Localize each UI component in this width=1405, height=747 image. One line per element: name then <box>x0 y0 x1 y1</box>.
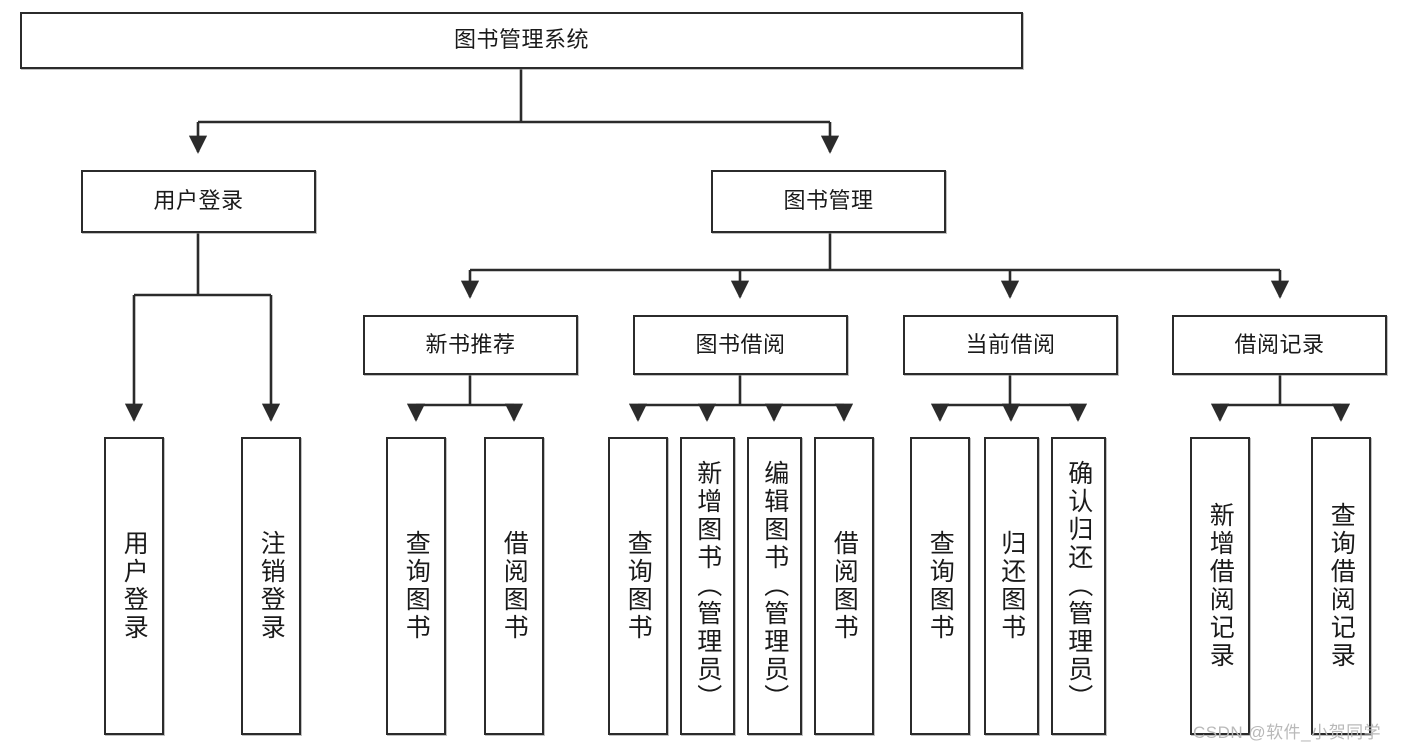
leaf-user-login[interactable]: 用户登录 <box>104 437 164 735</box>
leaf-confirm-return-admin-label: 确认归还（管理员） <box>1064 460 1093 712</box>
leaf-return-book[interactable]: 归还图书 <box>984 437 1039 735</box>
leaf-query-book-current[interactable]: 查询图书 <box>910 437 970 735</box>
leaf-query-book-borrow[interactable]: 查询图书 <box>608 437 668 735</box>
leaf-add-borrow-record-label: 新增借阅记录 <box>1206 502 1235 670</box>
node-book-borrow-label: 图书借阅 <box>695 331 786 357</box>
node-book-management[interactable]: 图书管理 <box>711 170 946 233</box>
leaf-logout[interactable]: 注销登录 <box>241 437 301 735</box>
leaf-query-borrow-record[interactable]: 查询借阅记录 <box>1311 437 1371 735</box>
leaf-add-borrow-record[interactable]: 新增借阅记录 <box>1190 437 1250 735</box>
node-borrow-record-label: 借阅记录 <box>1234 331 1325 357</box>
node-new-book-recommend-label: 新书推荐 <box>425 331 516 357</box>
leaf-borrow-book-rec[interactable]: 借阅图书 <box>484 437 544 735</box>
leaf-query-book-rec[interactable]: 查询图书 <box>386 437 446 735</box>
leaf-confirm-return-admin[interactable]: 确认归还（管理员） <box>1051 437 1106 735</box>
leaf-add-book-admin[interactable]: 新增图书（管理员） <box>680 437 735 735</box>
leaf-user-login-label: 用户登录 <box>120 530 149 642</box>
leaf-query-book-current-label: 查询图书 <box>926 530 955 642</box>
leaf-edit-book-admin[interactable]: 编辑图书（管理员） <box>747 437 802 735</box>
leaf-borrow-book-rec-label: 借阅图书 <box>500 530 529 642</box>
leaf-query-borrow-record-label: 查询借阅记录 <box>1327 502 1356 670</box>
node-root[interactable]: 图书管理系统 <box>20 12 1023 69</box>
leaf-edit-book-admin-label: 编辑图书（管理员） <box>760 460 789 712</box>
node-current-borrow-label: 当前借阅 <box>965 331 1056 357</box>
node-new-book-recommend[interactable]: 新书推荐 <box>363 315 578 375</box>
leaf-borrow-book[interactable]: 借阅图书 <box>814 437 874 735</box>
csdn-watermark: CSDN @软件_小贺同学 <box>1193 723 1382 742</box>
node-borrow-record[interactable]: 借阅记录 <box>1172 315 1387 375</box>
leaf-query-book-rec-label: 查询图书 <box>402 530 431 642</box>
leaf-borrow-book-label: 借阅图书 <box>830 530 859 642</box>
leaf-query-book-borrow-label: 查询图书 <box>624 530 653 642</box>
leaf-return-book-label: 归还图书 <box>997 530 1026 642</box>
node-current-borrow[interactable]: 当前借阅 <box>903 315 1118 375</box>
node-user-login-label: 用户登录 <box>153 188 244 214</box>
node-book-management-label: 图书管理 <box>783 188 874 214</box>
node-root-label: 图书管理系统 <box>453 27 589 53</box>
node-user-login[interactable]: 用户登录 <box>81 170 316 233</box>
node-book-borrow[interactable]: 图书借阅 <box>633 315 848 375</box>
leaf-add-book-admin-label: 新增图书（管理员） <box>693 460 722 712</box>
leaf-logout-label: 注销登录 <box>257 530 286 642</box>
